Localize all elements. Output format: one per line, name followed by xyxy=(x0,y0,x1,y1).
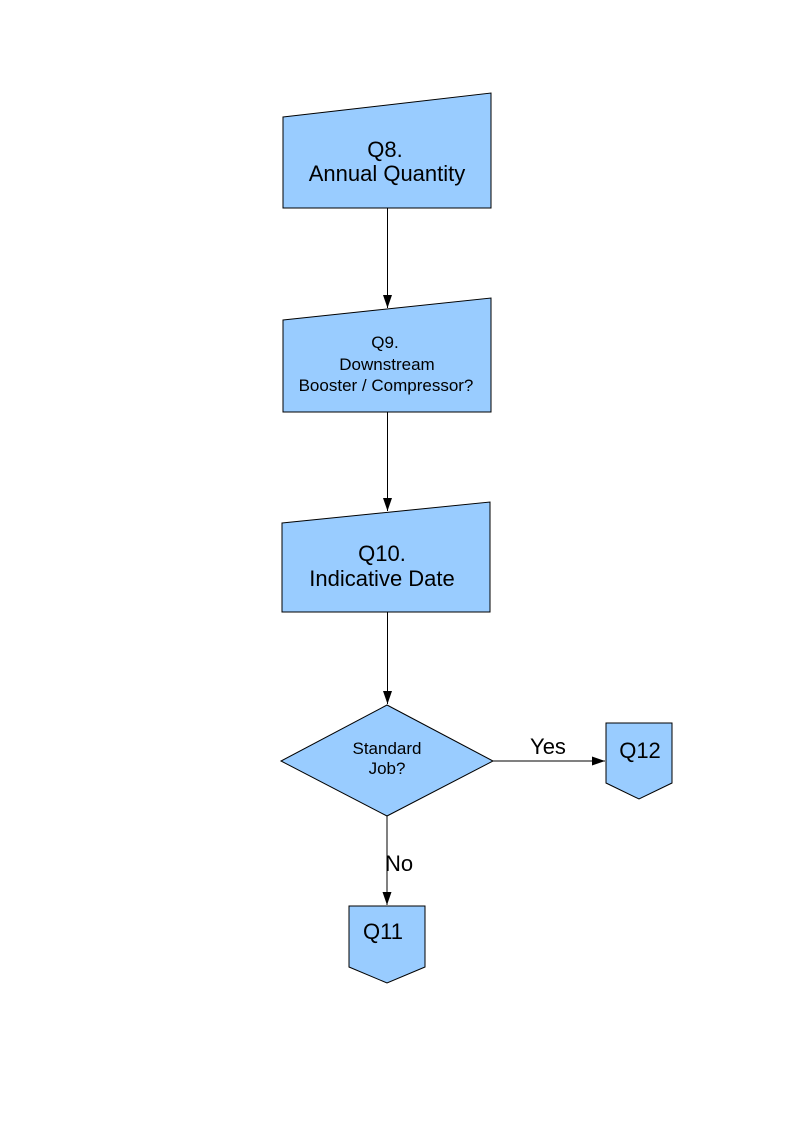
q12-shape xyxy=(605,722,673,800)
node-q8: Q8. Annual Quantity xyxy=(282,92,492,209)
q10-shape xyxy=(281,501,491,613)
edge-labels: Yes No xyxy=(385,734,566,876)
q9-shape xyxy=(282,297,492,413)
node-standard-job-decision: Standard Job? xyxy=(279,704,495,817)
standard-job-shape xyxy=(279,704,495,817)
node-q9: Q9. Downstream Booster / Compressor? xyxy=(282,297,492,413)
standard-job-label-line1: Standard xyxy=(353,739,422,758)
q11-shape xyxy=(348,905,426,984)
edge-label-yes: Yes xyxy=(530,734,566,759)
q12-label: Q12 xyxy=(619,738,661,763)
node-q12: Q12 xyxy=(605,722,673,800)
edge-label-no: No xyxy=(385,851,413,876)
node-q11: Q11 xyxy=(348,905,426,984)
q10-label-line2: Indicative Date xyxy=(309,566,455,591)
q11-label: Q11 xyxy=(363,919,403,944)
q9-label-line3: Booster / Compressor? xyxy=(299,376,474,395)
q8-label-line2: Annual Quantity xyxy=(309,161,466,186)
connectors xyxy=(382,208,605,905)
q9-label-line1: Q9. xyxy=(371,333,398,352)
q8-label-line1: Q8. xyxy=(367,137,402,162)
node-q10: Q10. Indicative Date xyxy=(281,501,491,613)
q10-label-line1: Q10. xyxy=(358,541,406,566)
standard-job-label-line2: Job? xyxy=(369,759,406,778)
q9-label-line2: Downstream xyxy=(339,355,434,374)
q8-shape xyxy=(282,92,492,209)
